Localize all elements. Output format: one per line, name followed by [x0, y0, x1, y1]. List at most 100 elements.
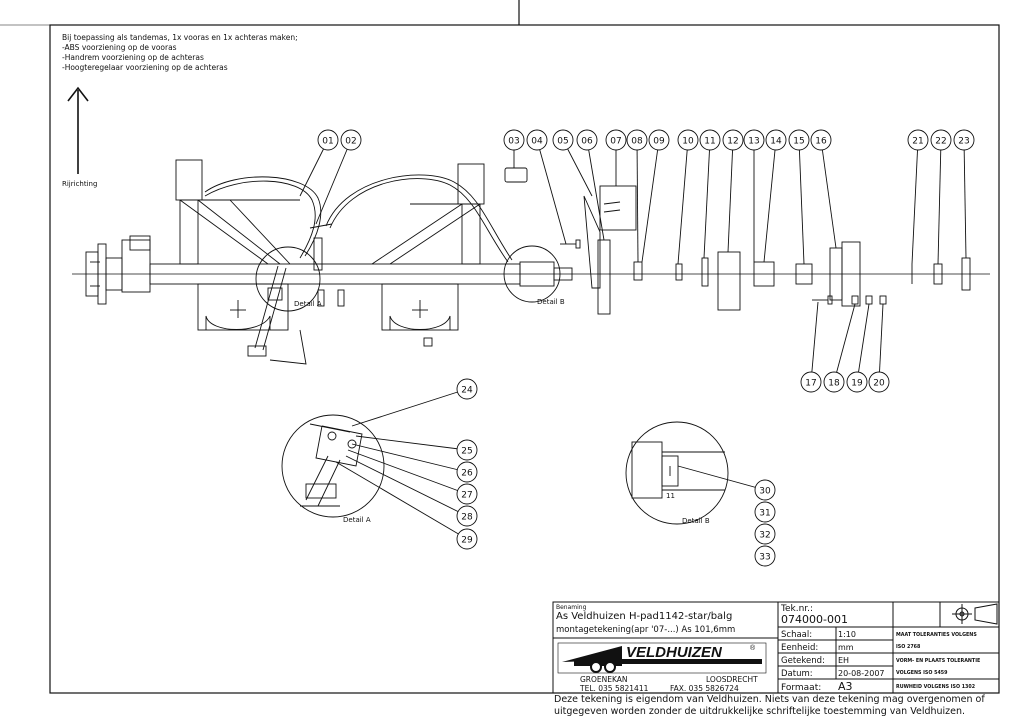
balloon-number: 16: [815, 137, 827, 147]
balloon-14: 14: [763, 129, 787, 263]
balloon-22: 22: [930, 129, 952, 265]
leader-line: [562, 139, 593, 197]
detail-a-label: Detail A: [343, 516, 371, 524]
note-line-1: Bij toepassing als tandemas, 1x vooras e…: [62, 33, 298, 42]
balloon-circle: [576, 129, 598, 151]
balloon-number: 11: [704, 137, 715, 147]
balloon-number: 09: [653, 137, 665, 147]
detail-b-callout: [503, 245, 561, 303]
balloon-circle: [788, 129, 810, 151]
tolerance-2b: VOLGENS ISO 5459: [896, 670, 948, 676]
phone-number: TEL. 035 5821411: [579, 684, 649, 693]
ownership-notice: Deze tekening is eigendom van Veldhuizen…: [554, 694, 985, 718]
balloon-number: 04: [531, 137, 543, 147]
tolerance-1b: ISO 2768: [896, 644, 921, 650]
assembly-notes: Bij toepassing als tandemas, 1x vooras e…: [62, 33, 298, 73]
detail-b-label: Detail B: [682, 517, 710, 525]
balloon-circle: [754, 501, 776, 523]
leader-line: [703, 139, 711, 259]
balloon-number: 08: [631, 137, 643, 147]
footer-line-2: uitgegeven worden zonder de uitdrukkelij…: [554, 706, 966, 717]
balloon-circle: [823, 371, 845, 393]
balloon-number: 29: [461, 536, 473, 546]
balloon-circle: [503, 129, 525, 151]
balloon-07: 07: [605, 129, 627, 186]
balloon-number: 31: [759, 509, 770, 519]
balloon-number: 27: [461, 491, 472, 501]
axle-assembly: [85, 159, 573, 365]
leader-line: [856, 303, 870, 383]
leader-line: [937, 139, 942, 265]
leader-line: [878, 303, 884, 383]
leader-line: [677, 465, 766, 491]
balloon-number: 14: [770, 137, 782, 147]
balloon-number: 03: [508, 137, 519, 147]
fax-number: FAX. 035 5826724: [670, 684, 739, 693]
balloon-number: 32: [759, 531, 770, 541]
leader-line: [345, 455, 468, 517]
balloon-26: 26: [351, 443, 478, 483]
balloon-17: 17: [800, 301, 822, 393]
balloon-15: 15: [788, 129, 810, 265]
leader-line: [347, 449, 468, 495]
balloon-number: 20: [873, 379, 885, 389]
balloon-circle: [605, 129, 627, 151]
balloon-20: 20: [868, 303, 890, 393]
balloon-number: 26: [461, 469, 473, 479]
detail-callout-circles: [255, 245, 561, 312]
balloon-31: 31: [754, 501, 776, 523]
balloon-11: 11: [699, 129, 721, 259]
leader-line: [641, 139, 660, 263]
getekend-label: Getekend:: [781, 656, 825, 666]
balloon-25: 25: [355, 435, 478, 461]
leader-line: [351, 388, 468, 427]
city-left: GROENEKAN: [580, 675, 628, 684]
leader-line: [727, 139, 734, 253]
balloon-29: 29: [335, 461, 478, 550]
brand-mark: ®: [750, 644, 756, 652]
balloon-number: 07: [610, 137, 621, 147]
balloon-number: 28: [461, 513, 473, 523]
balloon-circle: [456, 461, 478, 483]
getekend-value: EH: [838, 656, 849, 665]
brand-name: VELDHUIZEN: [626, 644, 723, 661]
balloon-number: 01: [322, 137, 333, 147]
balloon-circle: [754, 545, 776, 567]
eenheid-label: Eenheid:: [781, 643, 818, 653]
footer-line-1: Deze tekening is eigendom van Veldhuizen…: [554, 694, 985, 705]
balloon-09: 09: [641, 129, 670, 263]
tolerance-2a: VORM- EN PLAATS TOLERANTIE: [896, 658, 980, 664]
balloon-circle: [800, 371, 822, 393]
balloon-19: 19: [846, 303, 870, 393]
leader-line: [335, 461, 468, 540]
balloon-06: 06: [576, 129, 605, 241]
balloon-number: 23: [958, 137, 969, 147]
balloon-number: 05: [557, 137, 568, 147]
balloon-number: 17: [805, 379, 816, 389]
schaal-label: Schaal:: [781, 630, 812, 640]
note-line-4: -Hoogteregelaar voorziening op de achter…: [62, 63, 228, 72]
balloon-circle: [754, 479, 776, 501]
balloon-circle: [648, 129, 670, 151]
balloon-23: 23: [953, 129, 975, 259]
drawing-frame: [0, 0, 1000, 694]
balloon-circle: [456, 378, 478, 400]
balloon-number: 13: [748, 137, 759, 147]
balloon-04: 04: [526, 129, 567, 245]
leader-line: [763, 139, 777, 263]
tolerance-3: RUWHEID VOLGENS ISO 1302: [896, 684, 975, 690]
balloon-02: 02: [315, 129, 362, 225]
balloon-number: 22: [935, 137, 946, 147]
balloon-circle: [456, 483, 478, 505]
datum-label: Datum:: [781, 669, 813, 679]
balloon-10: 10: [677, 129, 699, 265]
leader-line: [636, 139, 639, 263]
balloon-32: 32: [754, 523, 776, 545]
balloon-number: 21: [912, 137, 923, 147]
balloon-number: 02: [345, 137, 356, 147]
detail-b-number: 11: [666, 492, 675, 500]
leader-line: [677, 139, 689, 265]
balloon-05: 05: [552, 129, 593, 197]
balloon-01: 01: [299, 129, 339, 197]
balloon-circle: [868, 371, 890, 393]
